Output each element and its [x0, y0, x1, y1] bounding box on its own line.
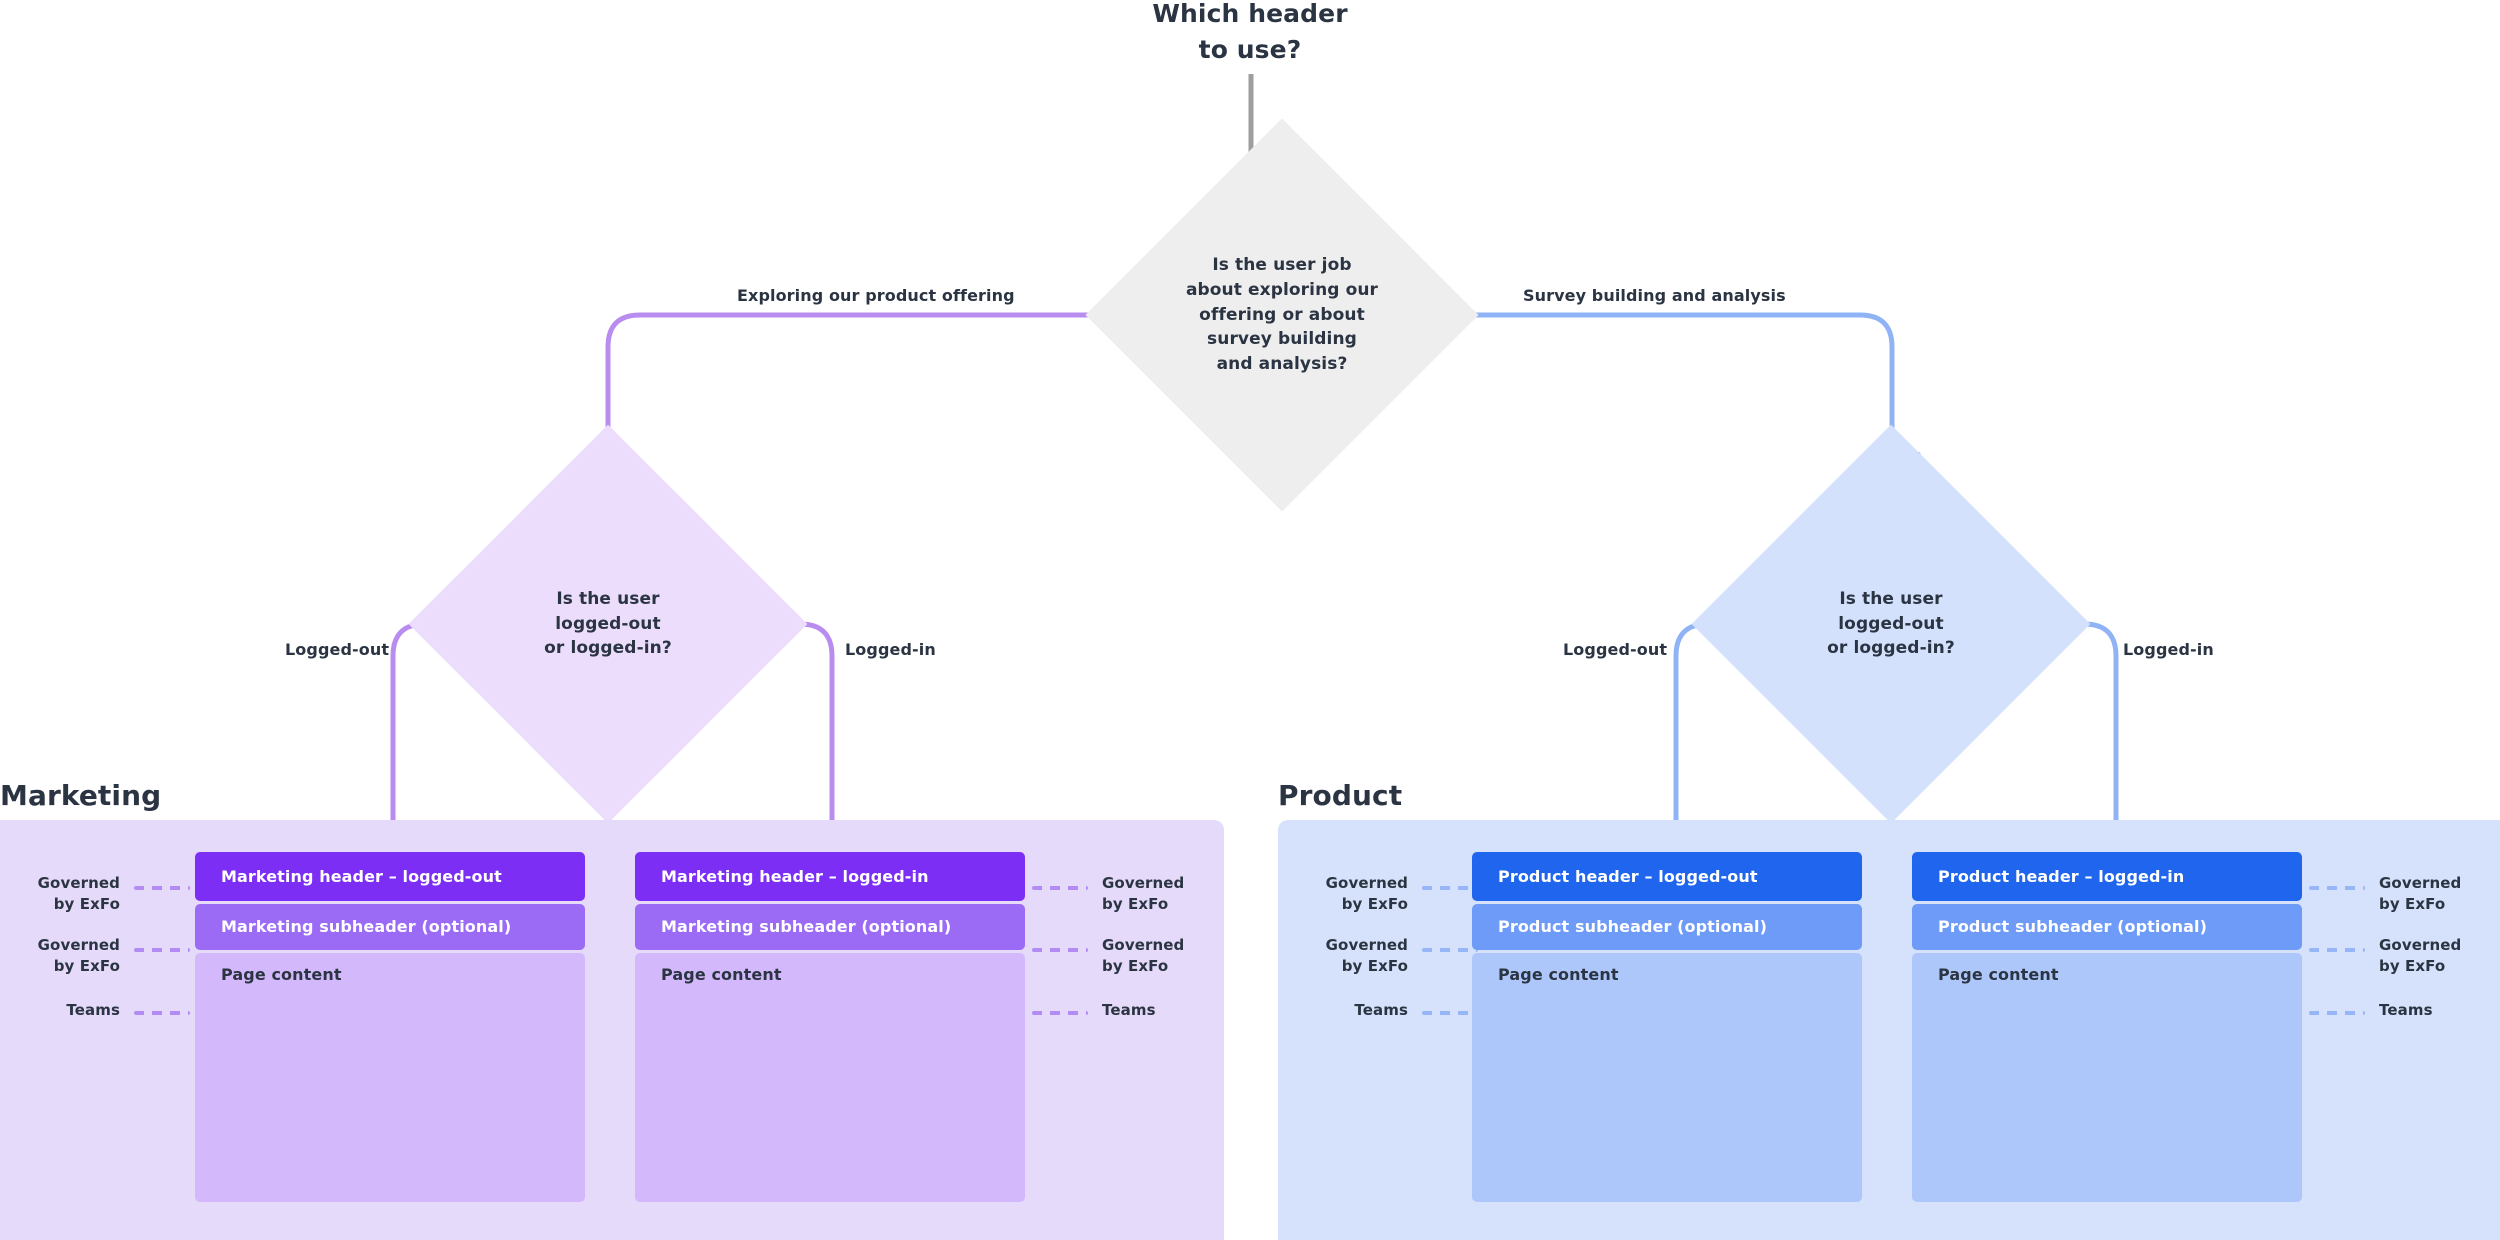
- box-label: Product header – logged-in: [1938, 866, 2185, 886]
- dash-connector: [1422, 948, 1478, 952]
- annotation-product-right-governed-header: Governed by ExFo: [2379, 874, 2462, 914]
- section-title-product: Product: [1278, 779, 1403, 812]
- dash-connector: [1032, 886, 1088, 890]
- annotation-product-right-governed-subheader: Governed by ExFo: [2379, 936, 2462, 976]
- dash-connector: [134, 1011, 190, 1015]
- box-label: Marketing header – logged-out: [221, 866, 502, 886]
- section-title-marketing: Marketing: [0, 779, 162, 812]
- box-label: Product subheader (optional): [1498, 917, 1767, 936]
- dash-connector: [134, 948, 190, 952]
- dash-connector: [134, 886, 190, 890]
- decision-marketing-login: Is the user logged-out or logged-in?: [408, 424, 808, 824]
- box-product-page-content-logged-in[interactable]: Page content: [1912, 953, 2302, 1202]
- dash-connector: [1422, 1011, 1478, 1015]
- dash-connector: [1032, 1011, 1088, 1015]
- box-product-subheader-logged-out[interactable]: Product subheader (optional): [1472, 904, 1862, 950]
- box-product-page-content-logged-out[interactable]: Page content: [1472, 953, 1862, 1202]
- box-marketing-header-logged-out[interactable]: Marketing header – logged-out: [195, 852, 585, 901]
- annotation-marketing-right-governed-subheader: Governed by ExFo: [1102, 936, 1185, 976]
- annotation-product-left-governed-subheader: Governed by ExFo: [1325, 936, 1408, 976]
- box-product-header-logged-in[interactable]: Product header – logged-in: [1912, 852, 2302, 901]
- edge-label-marketing-logged-out: Logged-out: [285, 640, 390, 659]
- dash-connector: [2309, 1011, 2365, 1015]
- box-label: Page content: [1938, 965, 2059, 984]
- decision-product-text: Is the user logged-out or logged-in?: [1827, 588, 1955, 659]
- box-marketing-page-content-logged-in[interactable]: Page content: [635, 953, 1025, 1202]
- box-product-subheader-logged-in[interactable]: Product subheader (optional): [1912, 904, 2302, 950]
- box-marketing-subheader-logged-in[interactable]: Marketing subheader (optional): [635, 904, 1025, 950]
- annotation-product-left-teams: Teams: [1354, 1001, 1408, 1019]
- box-label: Page content: [221, 965, 342, 984]
- dash-connector: [2309, 948, 2365, 952]
- box-marketing-page-content-logged-out[interactable]: Page content: [195, 953, 585, 1202]
- annotation-marketing-left-teams: Teams: [66, 1001, 120, 1019]
- edge-label-survey: Survey building and analysis: [1523, 286, 1786, 305]
- box-label: Product subheader (optional): [1938, 917, 2207, 936]
- edge-label-marketing-logged-in: Logged-in: [845, 640, 936, 659]
- page-title: Which header to use?: [1152, 0, 1348, 64]
- box-label: Product header – logged-out: [1498, 866, 1758, 886]
- box-label: Marketing subheader (optional): [221, 917, 512, 936]
- box-label: Page content: [1498, 965, 1619, 984]
- box-label: Marketing subheader (optional): [661, 917, 952, 936]
- panel-marketing: Governed by ExFo Governed by ExFo Teams …: [0, 820, 1224, 1240]
- decision-root: Is the user job about exploring our offe…: [1085, 118, 1479, 512]
- box-marketing-header-logged-in[interactable]: Marketing header – logged-in: [635, 852, 1025, 901]
- edge-label-product-logged-out: Logged-out: [1563, 640, 1668, 659]
- decision-product-login: Is the user logged-out or logged-in?: [1691, 424, 2091, 824]
- dash-connector: [1032, 948, 1088, 952]
- box-product-header-logged-out[interactable]: Product header – logged-out: [1472, 852, 1862, 901]
- annotation-product-right-teams: Teams: [2379, 1001, 2433, 1019]
- panel-product: Governed by ExFo Governed by ExFo Teams …: [1278, 820, 2500, 1240]
- dash-connector: [2309, 886, 2365, 890]
- annotation-marketing-left-governed-header: Governed by ExFo: [37, 874, 120, 914]
- dash-connector: [1422, 886, 1478, 890]
- annotation-product-left-governed-header: Governed by ExFo: [1325, 874, 1408, 914]
- box-label: Page content: [661, 965, 782, 984]
- decision-marketing-text: Is the user logged-out or logged-in?: [544, 588, 672, 659]
- annotation-marketing-right-teams: Teams: [1102, 1001, 1156, 1019]
- edge-root-to-marketing: [605, 312, 1113, 473]
- edge-root-to-product: [1387, 312, 1892, 473]
- edge-label-product-logged-in: Logged-in: [2123, 640, 2214, 659]
- edge-label-exploring: Exploring our product offering: [737, 286, 1015, 305]
- annotation-marketing-right-governed-header: Governed by ExFo: [1102, 874, 1185, 914]
- box-label: Marketing header – logged-in: [661, 866, 929, 886]
- box-marketing-subheader-logged-out[interactable]: Marketing subheader (optional): [195, 904, 585, 950]
- decision-root-text: Is the user job about exploring our offe…: [1185, 254, 1379, 375]
- annotation-marketing-left-governed-subheader: Governed by ExFo: [37, 936, 120, 976]
